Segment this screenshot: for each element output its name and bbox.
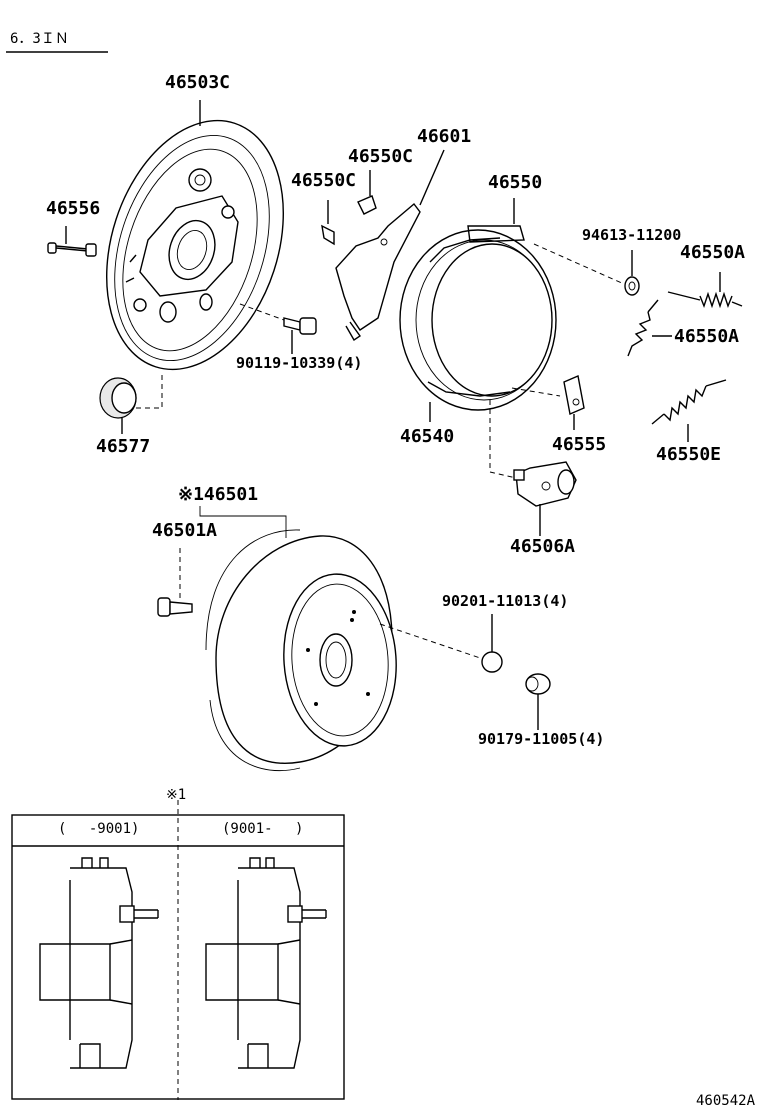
part-label-46501[interactable]: ※146501 [178,484,259,505]
part-label-46550c-b[interactable]: 46550C [348,146,414,167]
drum-section-late [205,857,327,1069]
part-label-46550[interactable]: 46550 [488,172,543,193]
backing-plate-46503c [106,119,284,371]
wheel-cylinder-46506a [489,400,577,536]
engine-code-label: 6．3ＩＮ [10,31,69,47]
plug-46577 [99,372,163,434]
inset-col-right-label: (9001- ) [222,821,304,837]
drum-section-early [39,857,159,1069]
part-label-90119-10339[interactable]: 90119-10339(4) [236,354,363,372]
diagram-id: 460542A [696,1093,756,1109]
part-label-46506a[interactable]: 46506A [510,536,576,557]
detail-inset-box [11,800,345,1100]
part-label-46601[interactable]: 46601 [417,126,472,147]
brake-drum-46501 [205,529,397,772]
bolt-46556 [47,226,97,257]
part-label-46550c-a[interactable]: 46550C [291,170,357,191]
stud-46501a [157,548,193,617]
spring-46550e [651,379,727,442]
part-label-90201-11013[interactable]: 90201-11013(4) [442,592,569,610]
pin-46555 [563,375,585,430]
nut-90179 [525,673,551,730]
part-label-46503c[interactable]: 46503C [165,72,231,93]
brake-shoe-46540 [399,225,557,422]
clip-46550c-a [321,200,335,246]
inset-col-left-label: ( -9001) [58,821,140,837]
part-label-46556[interactable]: 46556 [46,198,101,219]
part-label-46550e[interactable]: 46550E [656,444,722,465]
spring-46550a-b [627,299,672,357]
part-label-46555[interactable]: 46555 [552,434,607,455]
parking-lever-46601 [335,149,445,341]
part-label-46577[interactable]: 46577 [96,436,151,457]
washer-94613 [624,250,640,296]
nut-90201 [481,614,503,673]
inset-marker: ※1 [166,787,187,803]
part-label-90179-11005[interactable]: 90179-11005(4) [478,730,605,748]
part-label-46550a-b[interactable]: 46550A [674,326,740,347]
spring-46550a-a [667,272,743,309]
part-label-46501a[interactable]: 46501A [152,520,218,541]
part-label-94613-11200[interactable]: 94613-11200 [582,226,682,244]
part-label-46540[interactable]: 46540 [400,426,455,447]
bolt-90119 [239,303,317,354]
clip-46550c-b [357,170,377,215]
part-label-46550a-a[interactable]: 46550A [680,242,746,263]
